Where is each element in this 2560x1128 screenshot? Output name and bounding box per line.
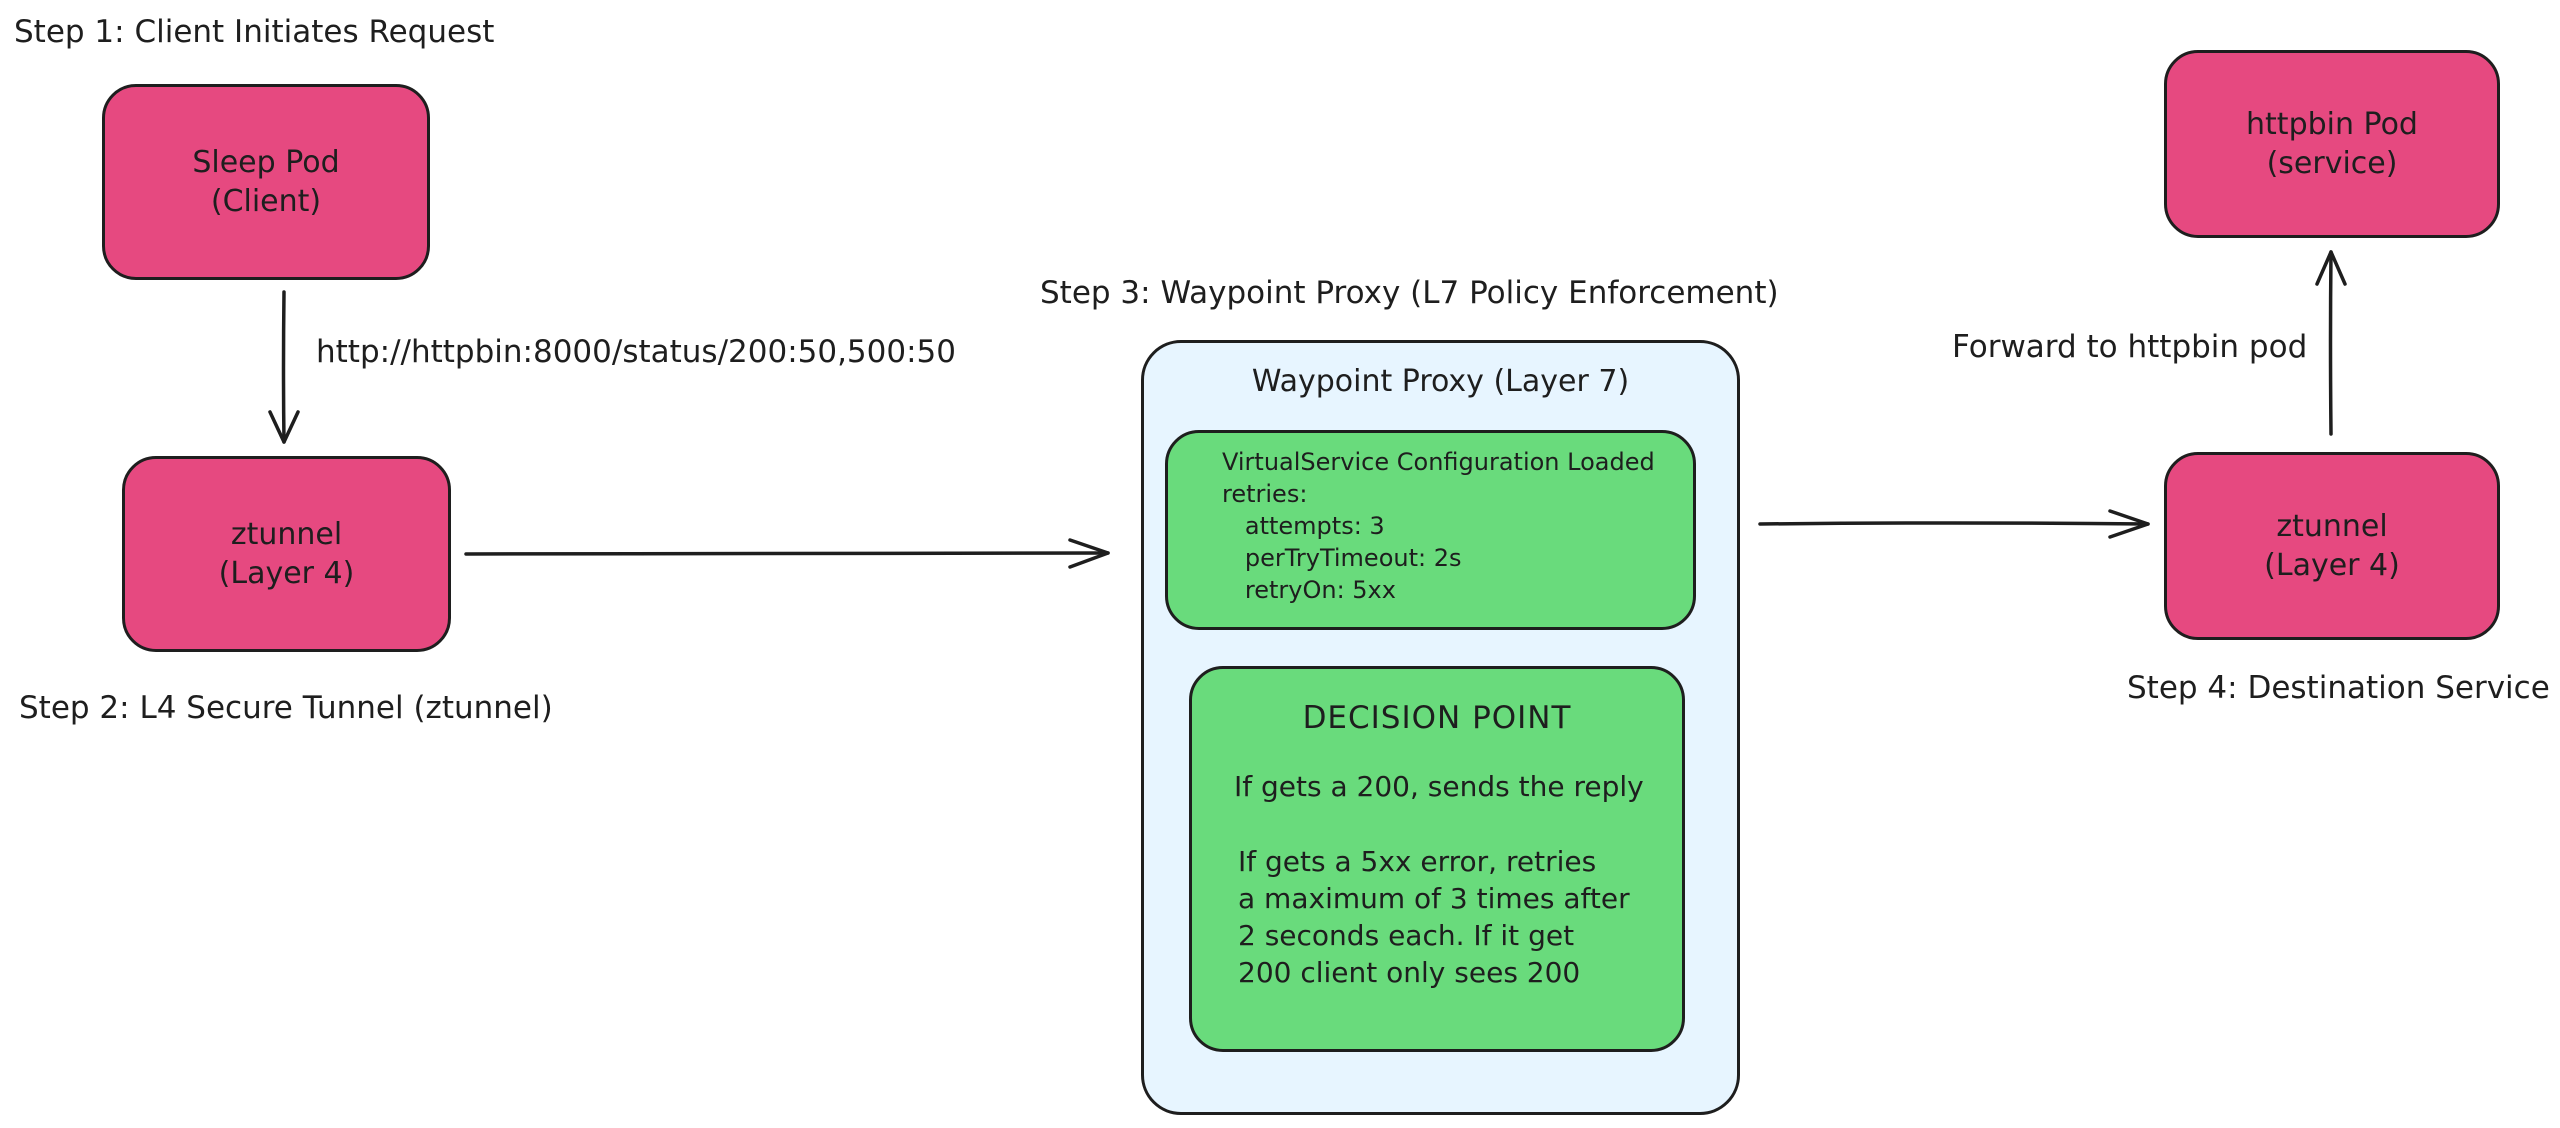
- step2-label: Step 2: L4 Secure Tunnel (ztunnel): [19, 690, 553, 726]
- httpbin-pod-node: httpbin Pod (service): [2164, 50, 2500, 238]
- sleep-pod-label: Sleep Pod (Client): [192, 145, 340, 219]
- arrow-sleep-to-ztunnel: [268, 290, 300, 444]
- forward-label: Forward to httpbin pod: [1952, 329, 2308, 365]
- request-url-label: http://httpbin:8000/status/200:50,500:50: [316, 334, 956, 370]
- virtualservice-config-text: VirtualService Configuration Loaded retr…: [1222, 448, 1655, 604]
- httpbin-pod-label: httpbin Pod (service): [2246, 107, 2418, 181]
- step1-label: Step 1: Client Initiates Request: [14, 14, 495, 50]
- decision-retry-text: If gets a 5xx error, retries a maximum o…: [1238, 845, 1630, 989]
- ztunnel-source-node: ztunnel (Layer 4): [122, 456, 451, 652]
- step4-label: Step 4: Destination Service: [2127, 670, 2550, 706]
- decision-point-title: DECISION POINT: [1302, 700, 1572, 736]
- ztunnel-destination-node: ztunnel (Layer 4): [2164, 452, 2500, 640]
- arrow-ztunnel-to-httpbin: [2315, 250, 2347, 436]
- arrow-ztunnel-to-waypoint: [464, 538, 1110, 569]
- decision-success-text: If gets a 200, sends the reply: [1234, 770, 1644, 803]
- step3-label: Step 3: Waypoint Proxy (L7 Policy Enforc…: [1040, 275, 1779, 311]
- waypoint-proxy-title: Waypoint Proxy (Layer 7): [1251, 364, 1630, 399]
- arrow-waypoint-to-ztunnel: [1758, 509, 2150, 539]
- virtualservice-config-box: [1165, 430, 1696, 630]
- sleep-pod-node: Sleep Pod (Client): [102, 84, 430, 280]
- ztunnel-source-label: ztunnel (Layer 4): [218, 517, 355, 591]
- decision-point-box: [1189, 666, 1685, 1052]
- ztunnel-destination-label: ztunnel (Layer 4): [2264, 509, 2400, 583]
